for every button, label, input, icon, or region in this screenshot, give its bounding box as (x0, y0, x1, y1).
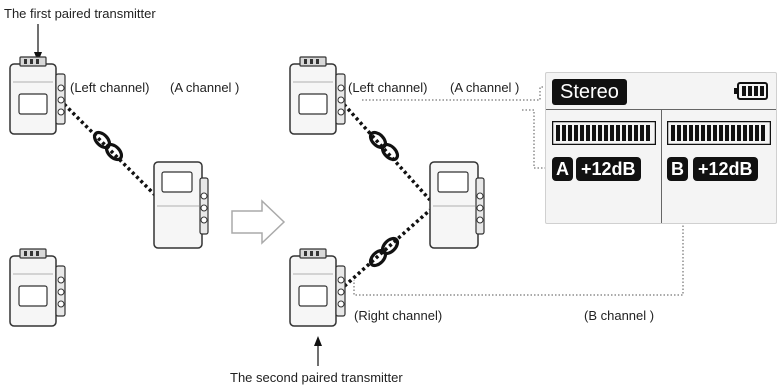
transmitter-device-a (9, 56, 66, 135)
a-channel-label-right: (A channel ) (450, 80, 520, 95)
arrow-second-tx (314, 336, 322, 366)
level-meter-a (552, 121, 656, 145)
receiver-lcd-display: Stereo (545, 72, 777, 224)
transmitter-device-b-right (289, 248, 346, 327)
leader-line-a-lcd (522, 109, 548, 169)
b-channel-label: (B channel ) (584, 308, 655, 323)
channel-b-tag: B (667, 157, 688, 181)
channel-a-tag: A (552, 157, 573, 181)
lcd-divider-vertical (661, 109, 662, 223)
receiver-device-right (429, 161, 485, 249)
chain-link-icon (90, 128, 126, 164)
link-line-bottom (338, 208, 432, 292)
arrow-first-tx (34, 24, 42, 62)
leader-line-b (353, 208, 684, 296)
stereo-mode-badge: Stereo (552, 79, 627, 105)
transmitter-device-b (9, 248, 66, 327)
transmitter-device-a-right (289, 56, 346, 135)
link-line-left (58, 98, 162, 202)
a-channel-label: (A channel ) (170, 80, 240, 95)
battery-icon (734, 82, 768, 100)
link-line-top (338, 98, 432, 202)
chain-link-icon-top (366, 128, 402, 164)
second-transmitter-label: The second paired transmitter (230, 370, 403, 385)
left-channel-label-right: (Left channel) (348, 80, 428, 95)
chain-link-icon-bottom (366, 234, 402, 270)
channel-b-gain: +12dB (693, 157, 758, 181)
channel-a-gain: +12dB (576, 157, 641, 181)
level-meter-b (667, 121, 771, 145)
transition-arrow-icon (231, 199, 286, 245)
first-transmitter-label: The first paired transmitter (4, 6, 156, 21)
left-channel-label: (Left channel) (70, 80, 150, 95)
receiver-device (153, 161, 209, 249)
right-channel-label: (Right channel) (354, 308, 443, 323)
